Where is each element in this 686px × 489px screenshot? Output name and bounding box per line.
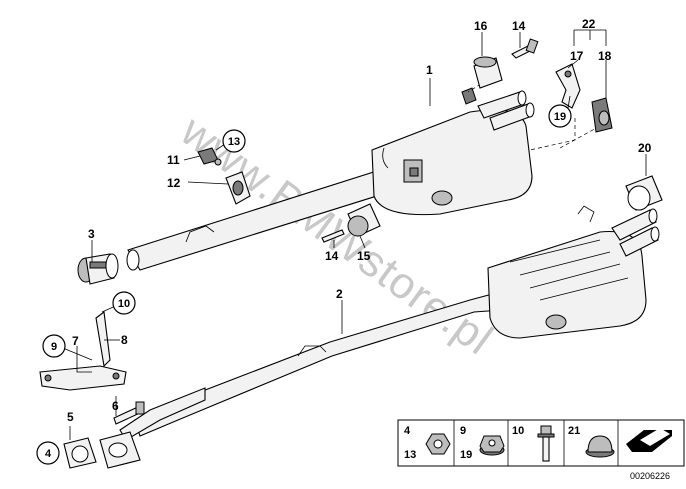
bolt-14-top bbox=[511, 38, 539, 59]
legend-strip: 4 13 9 19 10 21 00 bbox=[397, 419, 685, 481]
plug-icon bbox=[585, 435, 615, 458]
fit-line bbox=[559, 125, 601, 149]
hanger-11-12 bbox=[197, 147, 251, 205]
label-18: 18 bbox=[598, 49, 612, 63]
bracket-17-18 bbox=[555, 63, 613, 133]
label-16: 16 bbox=[474, 19, 488, 33]
label-17: 17 bbox=[570, 49, 584, 63]
label-15: 15 bbox=[357, 249, 371, 263]
rubber-mount-16 bbox=[473, 56, 503, 89]
bolt-6 bbox=[113, 401, 145, 425]
label-11: 11 bbox=[167, 153, 180, 167]
bushing-15 bbox=[321, 203, 381, 243]
legend-21: 21 bbox=[568, 425, 580, 437]
label-12: 12 bbox=[167, 176, 181, 190]
flange-nut-icon bbox=[479, 435, 505, 456]
tail-trim-20 bbox=[625, 175, 663, 211]
centre-pipe-silencer-1 bbox=[126, 87, 535, 271]
label-13-circled: 13 bbox=[228, 136, 240, 148]
legend-9: 9 bbox=[460, 425, 466, 437]
label-20: 20 bbox=[638, 141, 652, 155]
nut-icon bbox=[425, 433, 451, 455]
label-10-circled: 10 bbox=[118, 298, 130, 310]
label-8: 8 bbox=[121, 333, 128, 347]
legend-10: 10 bbox=[512, 425, 524, 437]
gasket-5 bbox=[63, 437, 97, 469]
image-code: 00206226 bbox=[630, 471, 670, 481]
label-9-circled: 9 bbox=[51, 341, 57, 353]
label-1: 1 bbox=[426, 63, 433, 77]
bolt-icon bbox=[537, 425, 555, 462]
label-4-circled: 4 bbox=[45, 448, 52, 460]
rear-silencer bbox=[487, 205, 660, 339]
label-14-top: 14 bbox=[512, 19, 526, 33]
label-2: 2 bbox=[336, 287, 343, 301]
direction-arrow-icon bbox=[626, 428, 672, 452]
legend-4: 4 bbox=[404, 425, 411, 437]
clamp-3 bbox=[77, 253, 119, 285]
bracket-7-8 bbox=[39, 310, 127, 391]
label-22: 22 bbox=[582, 17, 596, 31]
label-14-bottom: 14 bbox=[325, 249, 339, 263]
label-6: 6 bbox=[112, 399, 119, 413]
label-5: 5 bbox=[67, 410, 74, 424]
label-3: 3 bbox=[88, 227, 95, 241]
front-pipe-2 bbox=[99, 291, 511, 469]
legend-19: 19 bbox=[460, 449, 472, 461]
label-7: 7 bbox=[72, 334, 79, 348]
part-numbers: 1 2 3 5 6 7 8 11 12 14 15 16 14 17 18 20… bbox=[36, 17, 652, 465]
label-19-circled: 19 bbox=[554, 111, 566, 123]
legend-13: 13 bbox=[404, 449, 416, 461]
